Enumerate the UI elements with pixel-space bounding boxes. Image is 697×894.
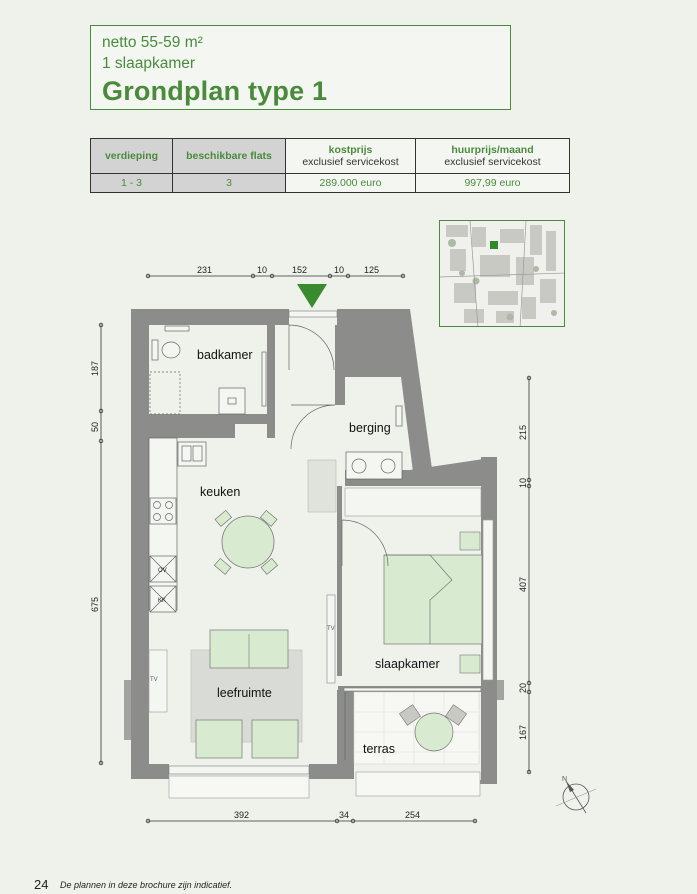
bedroom-furniture <box>344 487 494 681</box>
site-map-drawing <box>440 221 564 326</box>
page-title: Grondplan type 1 <box>102 76 328 106</box>
entrance-arrow-icon <box>297 284 327 308</box>
disclaimer-note: De plannen in deze brochure zijn indicat… <box>60 880 233 890</box>
room-label-bathroom: badkamer <box>197 348 253 362</box>
entrance-cabinet <box>307 459 337 513</box>
bottom-dimension-line <box>145 818 478 824</box>
header-price-title: kostprijs <box>328 144 373 156</box>
dim-right-4: 20 <box>518 683 528 693</box>
doors <box>288 324 389 760</box>
terrace-area <box>168 691 481 799</box>
dim-left-2: 50 <box>90 422 100 432</box>
price-table: verdieping beschikbare flats kostprijs e… <box>90 138 570 193</box>
header-available: beschikbare flats <box>172 138 286 174</box>
dim-top-1: 231 <box>197 265 212 275</box>
top-dimension-line <box>145 273 406 279</box>
table-row: 1 - 3 3 289.000 euro 997,99 euro <box>90 173 570 193</box>
right-dimension-line <box>526 375 532 775</box>
bathroom-fixtures <box>149 325 267 415</box>
dim-bottom-1: 392 <box>234 810 249 820</box>
dim-top-4: 10 <box>334 265 344 275</box>
cell-rent: 997,99 euro <box>415 173 570 193</box>
area-text: netto 55-59 m² <box>102 34 203 51</box>
living-furniture <box>148 594 336 759</box>
room-label-storage: berging <box>349 421 391 435</box>
header-price-sub: exclusief servicekost <box>302 156 399 168</box>
compass-icon: N <box>555 776 597 814</box>
dim-right-3: 407 <box>518 577 528 592</box>
header-floor: verdieping <box>90 138 173 174</box>
dim-bottom-2: 34 <box>339 810 349 820</box>
dim-right-1: 215 <box>518 425 528 440</box>
dim-right-5: 167 <box>518 725 528 740</box>
dining-table <box>213 509 279 575</box>
dim-top-3: 152 <box>292 265 307 275</box>
fridge-label: KK <box>158 598 166 604</box>
storage-fixtures <box>345 405 403 480</box>
dim-left-3: 675 <box>90 597 100 612</box>
oven-label: OV <box>158 568 167 574</box>
tv-bedroom-label: TV <box>327 626 335 632</box>
site-highlight <box>490 241 498 249</box>
tv-living-label: TV <box>150 677 158 683</box>
header-rent-sub: exclusief servicekost <box>444 156 541 168</box>
cell-price: 289.000 euro <box>285 173 416 193</box>
room-label-kitchen: keuken <box>200 485 240 499</box>
dim-right-2: 10 <box>518 478 528 488</box>
site-location-map <box>439 220 565 327</box>
cell-floor: 1 - 3 <box>90 173 173 193</box>
room-label-bedroom: slaapkamer <box>375 657 440 671</box>
room-label-terrace: terras <box>363 742 395 756</box>
page-number: 24 <box>34 877 49 892</box>
dim-top-2: 10 <box>257 265 267 275</box>
header-price: kostprijs exclusief servicekost <box>285 138 416 174</box>
windows <box>168 310 482 775</box>
left-dimension-line <box>98 322 104 766</box>
title-box: netto 55-59 m² 1 slaapkamer Grondplan ty… <box>90 25 511 110</box>
header-rent: huurprijs/maand exclusief servicekost <box>415 138 570 174</box>
table-header-row: verdieping beschikbare flats kostprijs e… <box>90 138 570 174</box>
kitchen-fixtures <box>148 437 207 613</box>
compass-north-label: N <box>562 776 567 783</box>
cell-available: 3 <box>172 173 286 193</box>
dim-top-5: 125 <box>364 265 379 275</box>
bedrooms-text: 1 slaapkamer <box>102 55 196 72</box>
header-rent-title: huurprijs/maand <box>451 144 534 156</box>
dim-bottom-3: 254 <box>405 810 420 820</box>
dim-left-1: 187 <box>90 361 100 376</box>
room-label-living: leefruimte <box>217 686 272 700</box>
